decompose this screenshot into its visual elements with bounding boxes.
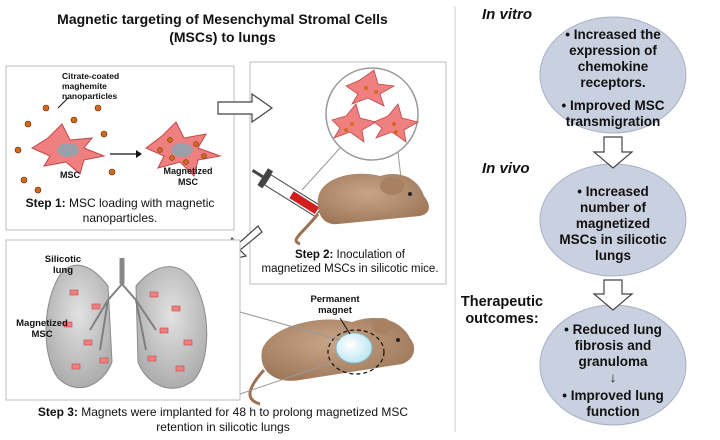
invitro-bullet-2: • Improved MSC transmigration [561,98,665,129]
step2-caption: Step 2: Inoculation of magnetized MSCs i… [261,249,439,275]
outcome-bullet-1: • Reduced lung fibrosis and granuloma [564,322,662,369]
invitro-heading: In vitro [482,6,533,23]
msc-label: MSC [60,170,80,180]
mouse-with-magnet [248,317,415,406]
diagram-title: Magnetic targeting of Mesenchymal Stroma… [30,10,415,46]
title-line-2: (MSCs) to lungs [169,29,276,45]
outcome-down-arrow: ↓ [609,370,617,385]
msc-cell [30,123,106,175]
nanoparticles [14,104,116,194]
zoom-cells [331,69,420,143]
lung-magnetized-msc-label: Magnetized MSC [16,318,68,340]
mouse-step2 [294,173,429,246]
step1-caption: Step 1: MSC loading with magnetic nanopa… [25,196,215,225]
lung-msc-markers [63,289,193,372]
nanoparticle-label: Citrate-coated maghemite nanoparticles [62,71,120,101]
permanent-magnet-label: Permanent magnet [310,294,360,316]
arrow-invivo-to-outcomes [592,279,634,311]
magnetized-msc-cell [145,121,222,177]
magnet-disc [335,332,373,364]
invivo-bullet-1: • Increased number of magnetized MSCs in… [559,184,667,263]
invitro-bullet-1: • Increased the expression of chemokine … [565,27,661,90]
invivo-heading: In vivo [482,160,530,177]
arrow-step1-to-step2 [217,92,274,124]
therapeutic-heading: Therapeutic outcomes: [460,294,544,327]
magnetized-msc-label: Magnetized MSC [163,166,213,187]
title-line-1: Magnetic targeting of Mesenchymal Stroma… [57,11,388,27]
arrow-invitro-to-invivo [592,136,634,169]
step3-caption: Step 3: Magnets were implanted for 48 h … [37,405,409,434]
nanoparticle-pointer [57,97,69,109]
syringe [251,168,335,222]
invitro-ellipse [539,16,687,134]
zoom-circle [325,67,419,161]
outcome-bullet-2: • Improved lung function [562,388,664,419]
silicotic-lung-label: Silicotic lung [44,254,82,276]
